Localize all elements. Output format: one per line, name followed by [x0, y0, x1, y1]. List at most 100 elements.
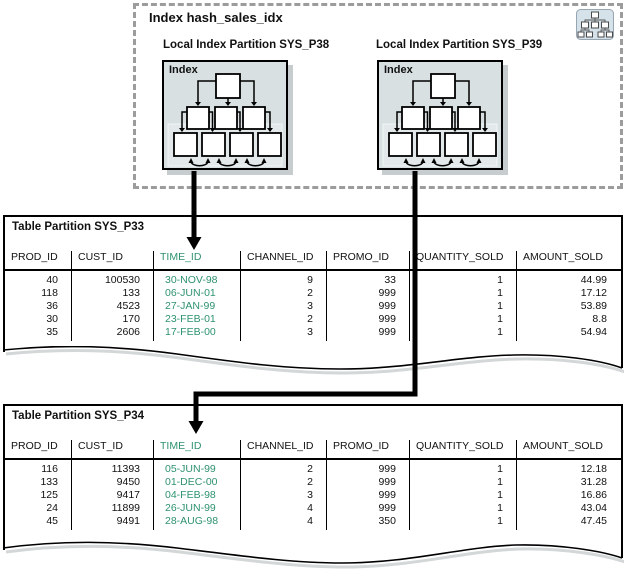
table-cell: 1: [497, 489, 503, 501]
table-cell: 27-JAN-99: [165, 300, 216, 312]
btree-branch-node: [401, 106, 425, 130]
table-cell: 350: [378, 515, 396, 527]
btree-leaf-node: [416, 132, 441, 157]
table-cell: 2: [307, 287, 313, 299]
table-cell: 43.04: [580, 502, 607, 514]
table-cell: 9417: [116, 489, 140, 501]
btree-leaf-node: [444, 132, 469, 157]
column-separator: [516, 251, 517, 341]
index-box-label: Index: [169, 64, 198, 76]
table-cell: 118: [41, 287, 58, 299]
table-cell: 125: [40, 489, 58, 501]
table-cell: 33: [384, 274, 396, 286]
index-box-label: Index: [384, 64, 413, 76]
table-cell: 23-FEB-01: [165, 313, 216, 325]
table-cell: 53.89: [580, 300, 607, 312]
table-cell: 999: [378, 502, 396, 514]
table-cell: 40: [46, 274, 58, 286]
table-cell: 133: [122, 287, 140, 299]
table-cell: 05-JUN-99: [165, 463, 216, 475]
btree-branch-node: [457, 106, 481, 130]
column-header: PROD_ID: [11, 251, 58, 263]
table-cell: 1: [497, 300, 503, 312]
btree-diagram: [382, 73, 498, 167]
table-cell: 3: [307, 489, 313, 501]
table-cell: 11393: [111, 463, 140, 475]
table-cell: 44.99: [580, 274, 607, 286]
table-cell: 2: [307, 313, 313, 325]
btree-leaf-node: [472, 132, 497, 157]
table-cell: 100530: [104, 274, 140, 286]
index-partition-box-sys-p38: Index: [162, 60, 288, 170]
table-row: 118 133 06-JUN-01 2 999 1 17.12: [5, 287, 621, 300]
column-separator: [409, 251, 410, 341]
column-separator: [153, 251, 154, 341]
local-index-partition-label: Local Index Partition SYS_P39: [376, 39, 543, 51]
table-cell: 999: [378, 300, 396, 312]
index-partition-box-sys-p39: Index: [377, 60, 503, 170]
table-title: Table Partition SYS_P34: [12, 410, 145, 422]
table-cell: 999: [378, 313, 396, 325]
table-cell: 3: [307, 326, 313, 338]
table-cell: 1: [497, 287, 503, 299]
column-header: PROMO_ID: [333, 440, 390, 452]
header-divider: [5, 269, 621, 271]
table-partition-sys-p33: Table Partition SYS_P33 PROD_ID CUST_ID TI…: [3, 215, 623, 352]
column-separator: [71, 251, 72, 341]
table-cell: 1: [497, 476, 503, 488]
table-cell: 4: [307, 502, 313, 514]
column-header: CUST_ID: [78, 440, 123, 452]
btree-leaf-node: [173, 132, 198, 157]
table-cell: 1: [497, 463, 503, 475]
table-cell: 3: [307, 300, 313, 312]
column-header: QUANTITY_SOLD: [416, 251, 504, 263]
table-cell: 8.8: [592, 313, 607, 325]
column-separator: [516, 440, 517, 530]
btree-leaf-node: [388, 132, 413, 157]
table-cell: 1: [497, 326, 503, 338]
btree-leaf-node: [201, 132, 226, 157]
table-cell: 9491: [116, 515, 140, 527]
table-cell: 4523: [116, 300, 140, 312]
btree-leaf-node: [257, 132, 282, 157]
table-cell: 17-FEB-00: [165, 326, 216, 338]
column-header: PROD_ID: [11, 440, 58, 452]
btree-branch-node: [214, 106, 238, 130]
table-title: Table Partition SYS_P33: [12, 221, 145, 233]
table-cell: 06-JUN-01: [165, 287, 216, 299]
btree-branch-node: [242, 106, 266, 130]
column-separator: [326, 251, 327, 341]
table-cell: 2: [307, 476, 313, 488]
table-cell: 11899: [111, 502, 140, 514]
column-header: AMOUNT_SOLD: [523, 251, 603, 263]
column-header: CHANNEL_ID: [247, 251, 314, 263]
btree-leaf-node: [229, 132, 254, 157]
table-cell: 16.86: [580, 489, 607, 501]
column-header: TIME_ID: [160, 251, 202, 263]
btree-root-node: [215, 73, 241, 99]
table-cell: 30-NOV-98: [165, 274, 218, 286]
column-header: CUST_ID: [78, 251, 123, 263]
column-separator: [409, 440, 410, 530]
table-cell: 2606: [116, 326, 140, 338]
table-cell: 17.12: [580, 287, 607, 299]
table-cell: 36: [46, 300, 58, 312]
table-cell: 999: [378, 287, 396, 299]
table-cell: 01-DEC-00: [165, 476, 218, 488]
table-cell: 4: [307, 515, 313, 527]
column-header: QUANTITY_SOLD: [416, 440, 504, 452]
table-cell: 1: [497, 313, 503, 325]
